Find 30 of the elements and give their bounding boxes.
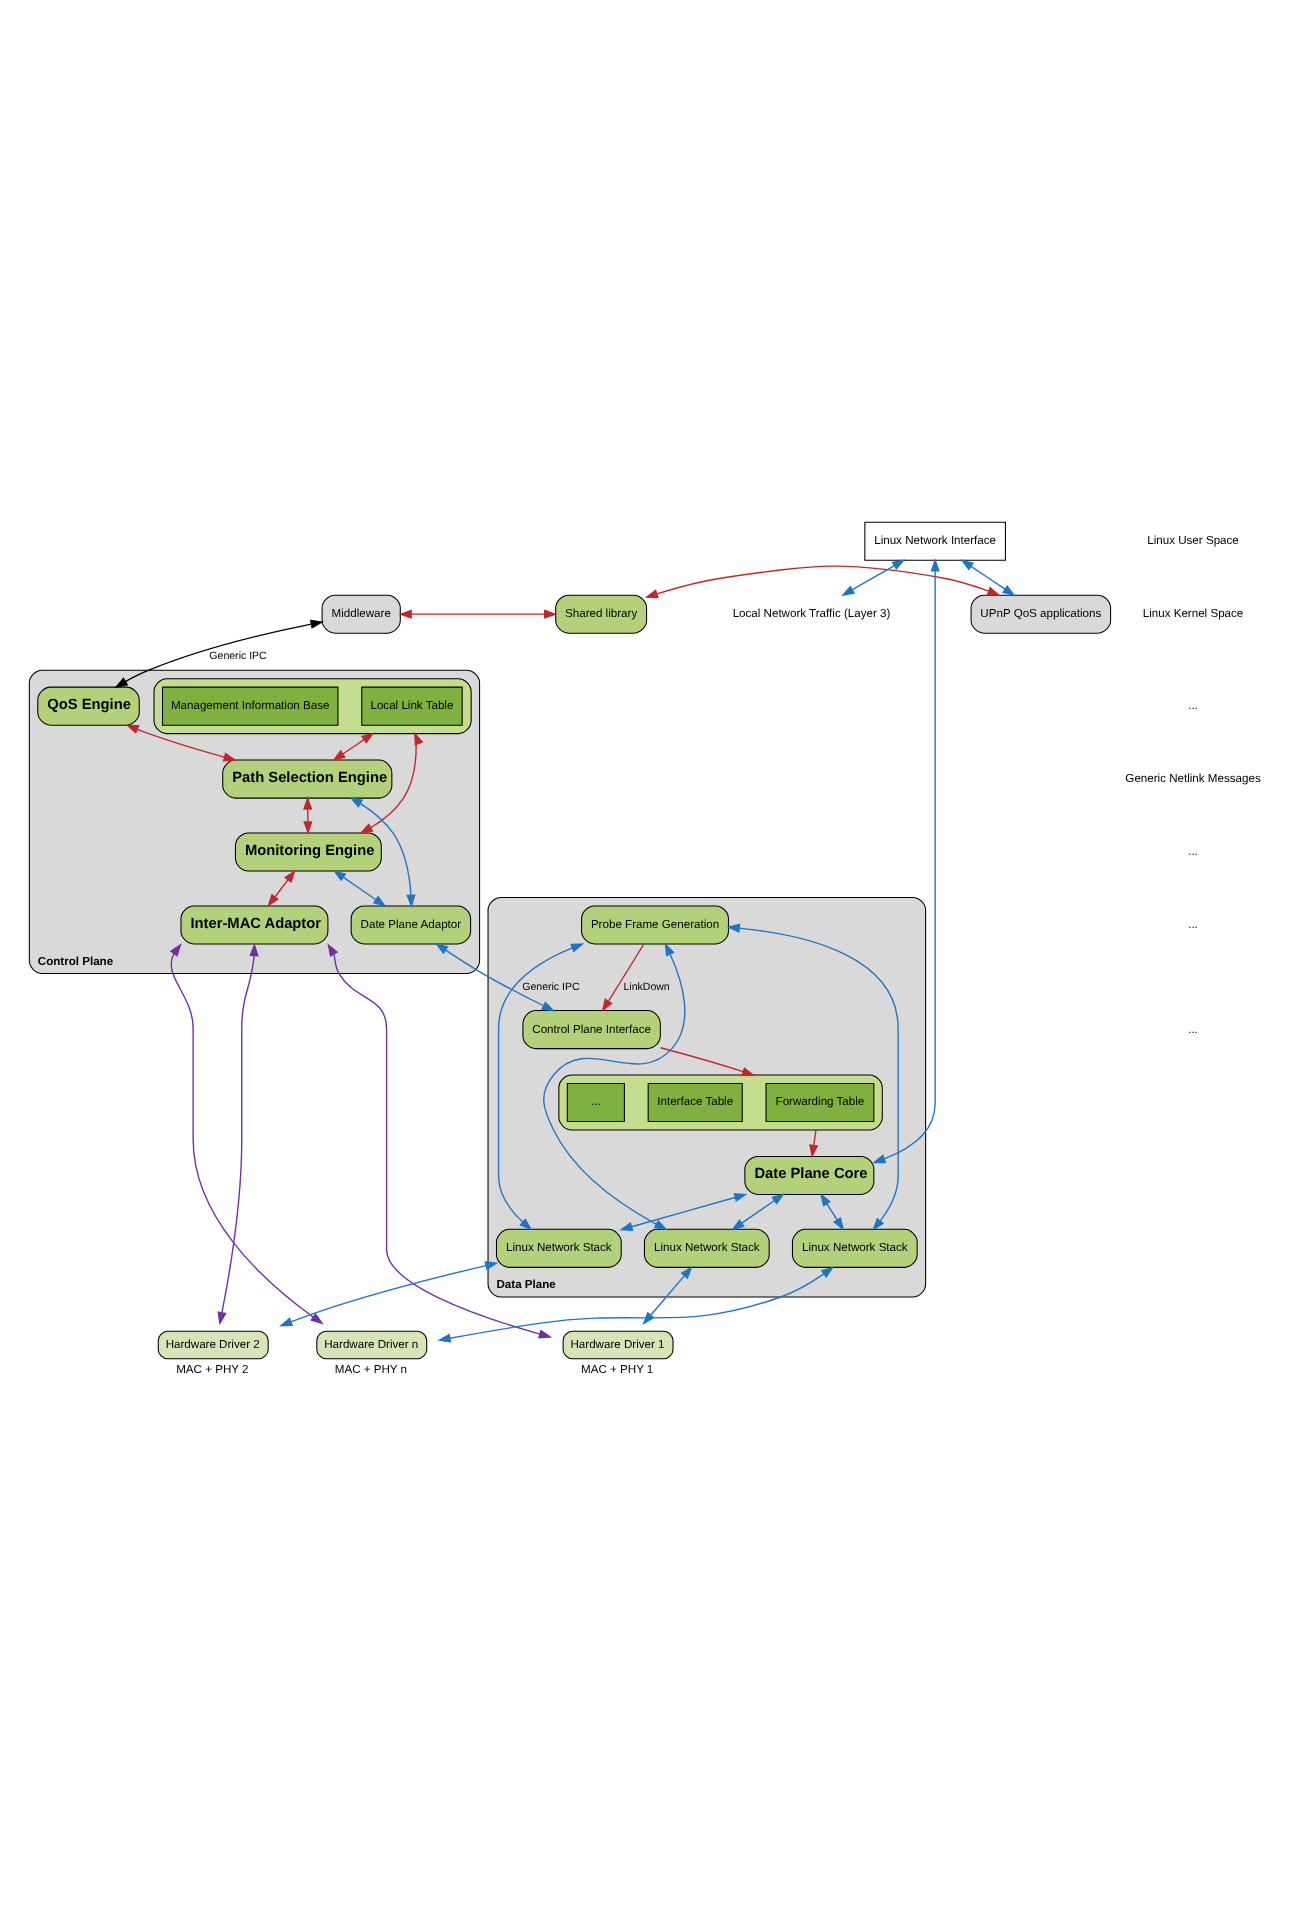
arrow [497, 942, 585, 1230]
arrow [543, 941, 686, 1230]
arrow [726, 922, 899, 1230]
arrow [659, 1046, 756, 1075]
arrow [960, 558, 1016, 596]
arrow [437, 1265, 835, 1342]
arrow [279, 1260, 499, 1326]
arrow [872, 557, 940, 1163]
arrow [809, 1128, 819, 1157]
arrow [644, 564, 1001, 598]
arrow [114, 618, 324, 687]
arrow [731, 1192, 785, 1230]
arrow [359, 730, 424, 833]
arrow [332, 868, 387, 907]
arrow [349, 796, 416, 907]
arrow [169, 942, 324, 1324]
arrow [125, 723, 237, 761]
arrow [303, 795, 313, 834]
arrow [267, 868, 296, 907]
arrow [217, 941, 259, 1325]
arrow [435, 941, 556, 1011]
cluster [153, 677, 472, 734]
arrow [601, 942, 645, 1012]
arrow [819, 1191, 845, 1230]
arrow [332, 731, 375, 761]
arrow [619, 1192, 748, 1231]
cluster [558, 1073, 883, 1130]
arrow [841, 558, 906, 596]
arrow [327, 942, 553, 1338]
arrow [398, 608, 558, 618]
